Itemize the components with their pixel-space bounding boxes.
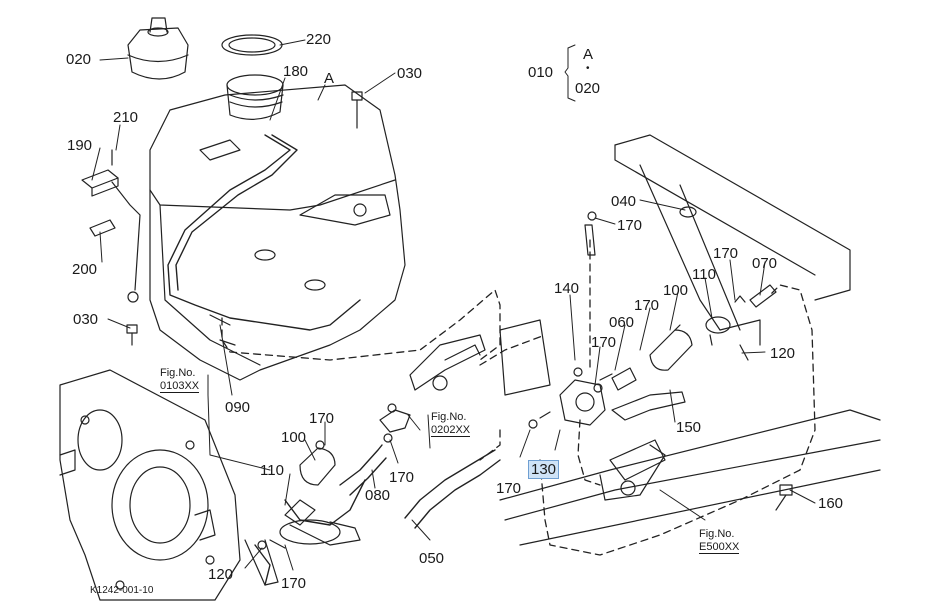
callout-120-left[interactable]: 120 [208,566,234,583]
callout-110-right[interactable]: 110 [692,266,716,283]
tank-cap [127,17,189,80]
callout-030-left[interactable]: 030 [73,311,99,328]
fig-ref-title: Fig.No. [160,367,196,379]
fig-ref-0202XX[interactable]: Fig.No. 0202XX [431,411,471,438]
group-label-start[interactable]: 010 [528,64,554,81]
callout-200[interactable]: 200 [72,261,98,278]
callout-030-top[interactable]: 030 [397,65,423,82]
callout-050[interactable]: 050 [419,550,445,567]
callout-110-left[interactable]: 110 [260,462,284,479]
fuel-filter-left [244,440,361,586]
callout-080[interactable]: 080 [365,487,391,504]
fig-ref-title: Fig.No. [699,528,735,540]
fuel-hoses [167,134,501,586]
callout-130-highlighted[interactable]: 130 [528,460,560,479]
fig-ref-E500XX[interactable]: Fig.No. E500XX [699,528,740,555]
callout-170-b[interactable]: 170 [713,245,739,262]
callout-170-g[interactable]: 170 [389,469,415,486]
callout-100-right[interactable]: 100 [663,282,689,299]
callout-180[interactable]: 180 [283,63,309,80]
gasket-ring [221,34,283,56]
callout-140[interactable]: 140 [554,280,580,297]
callout-020[interactable]: 020 [66,51,92,68]
leader-lines [91,39,816,571]
fig-ref-code: 0202XX [431,423,471,438]
callout-120-right[interactable]: 120 [770,345,796,362]
fig-ref-0103XX[interactable]: Fig.No. 0103XX [160,367,200,394]
fig-reference-outlines [207,374,431,471]
group-label-bottom[interactable]: 020 [575,80,601,97]
group-label-top: A [583,46,594,63]
group-bracket [564,44,576,102]
callout-060[interactable]: 060 [609,314,635,331]
callout-170-d[interactable]: 170 [591,334,617,351]
callout-220[interactable]: 220 [306,31,332,48]
callout-170-f[interactable]: 170 [309,410,335,427]
group-label-dot: • [586,63,590,74]
callout-070[interactable]: 070 [752,255,778,272]
callout-150[interactable]: 150 [676,419,702,436]
callout-090[interactable]: 090 [225,399,251,416]
dashed-fuel-lines [221,239,816,556]
callout-190[interactable]: 190 [67,137,93,154]
callout-100-left[interactable]: 100 [281,429,307,446]
callout-170-c[interactable]: 170 [634,297,660,314]
callout-170-h[interactable]: 170 [281,575,307,592]
mid-bracket [379,334,486,443]
fig-ref-code: E500XX [699,540,740,555]
callout-210[interactable]: 210 [113,109,139,126]
callout-160[interactable]: 160 [818,495,844,512]
fig-ref-title: Fig.No. [431,411,467,423]
callout-170-a[interactable]: 170 [617,217,643,234]
fig-ref-code: 0103XX [160,379,200,394]
engine-plate [59,369,241,601]
callout-A: A [324,70,335,87]
drawing-code: K1242-001-10 [90,585,154,596]
bolts [126,91,793,511]
callout-170-e[interactable]: 170 [496,480,522,497]
fuel-gauge-sender [81,149,141,303]
fuel-pump-assembly [528,206,777,429]
callout-040[interactable]: 040 [611,193,637,210]
chassis-frame [499,134,881,546]
